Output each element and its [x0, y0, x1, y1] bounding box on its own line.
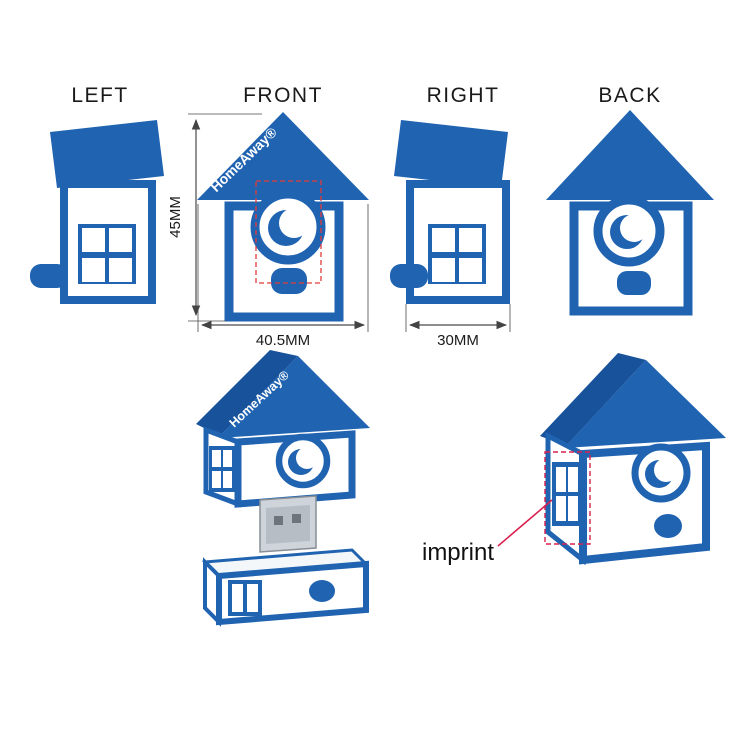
front-roof: [197, 112, 369, 200]
bottom-cap: [201, 548, 370, 627]
exploded-side-window: [209, 446, 235, 492]
usb-face: [266, 505, 310, 544]
window-pane: [568, 496, 578, 521]
front-dimensions: 45MM 40.5MM: [167, 113, 369, 349]
cap-window: [228, 580, 262, 616]
exploded-logo-moon-cut: [296, 447, 318, 469]
window-pane: [556, 467, 566, 492]
right-dimension: 30MM: [405, 304, 511, 349]
left-roof: [50, 120, 164, 188]
window-pane: [247, 584, 258, 612]
back-roof: [546, 110, 714, 200]
back-view-illustration: [546, 110, 714, 316]
front-height-dim-label: 45MM: [167, 196, 184, 238]
window-pane: [232, 584, 243, 612]
left-window: [78, 224, 136, 284]
cap-knob: [309, 580, 335, 602]
house3d-side-window: [552, 462, 581, 526]
exploded-roof-side: [196, 350, 298, 436]
front-logo-moon-cut: [279, 208, 309, 238]
window-pane: [109, 258, 132, 282]
imprint-annotation: imprint: [422, 499, 553, 566]
house3d-knob: [654, 514, 682, 538]
right-view-label: RIGHT: [427, 84, 500, 107]
house3d-logo-moon-cut: [654, 458, 678, 482]
house3d-roof-side: [540, 353, 646, 446]
front-width-dim-label: 40.5MM: [256, 332, 310, 349]
imprint-area-box: [544, 451, 591, 545]
usb-hole: [274, 516, 283, 525]
imprint-pointer-line: [497, 499, 553, 547]
usb-connector: [259, 495, 317, 553]
assembled-3d-illustration: [540, 353, 726, 566]
front-knob: [271, 268, 307, 294]
window-pane: [432, 228, 455, 252]
window-pane: [109, 228, 132, 252]
window-pane: [212, 450, 221, 467]
front-view-illustration: HomeAway® 45MM 40.5MM: [167, 112, 369, 349]
front-view-label: FRONT: [243, 84, 323, 107]
window-pane: [568, 467, 578, 492]
window-pane: [212, 471, 221, 488]
back-knob: [617, 271, 651, 295]
window-pane: [459, 228, 482, 252]
imprint-label: imprint: [422, 539, 494, 566]
left-view-illustration: [30, 120, 164, 304]
right-roof: [394, 120, 508, 188]
window-pane: [432, 258, 455, 282]
window-pane: [223, 450, 232, 467]
right-connector-nub: [390, 264, 428, 288]
back-logo-moon-cut: [620, 214, 648, 242]
house3d-roof-front: [564, 360, 726, 448]
right-window: [428, 224, 486, 284]
back-view-label: BACK: [598, 84, 661, 107]
left-view-label: LEFT: [71, 84, 128, 107]
left-connector-nub: [30, 264, 68, 288]
window-pane: [223, 471, 232, 488]
window-pane: [459, 258, 482, 282]
window-pane: [82, 258, 105, 282]
usb-hole: [292, 514, 301, 523]
right-width-dim-label: 30MM: [437, 332, 479, 349]
exploded-roof-front: [218, 356, 370, 438]
window-pane: [556, 496, 566, 521]
front-imprint-area-box: [255, 180, 322, 284]
exploded-view-illustration: HomeAway®: [196, 350, 370, 627]
window-pane: [82, 228, 105, 252]
right-view-illustration: 30MM: [390, 120, 511, 349]
